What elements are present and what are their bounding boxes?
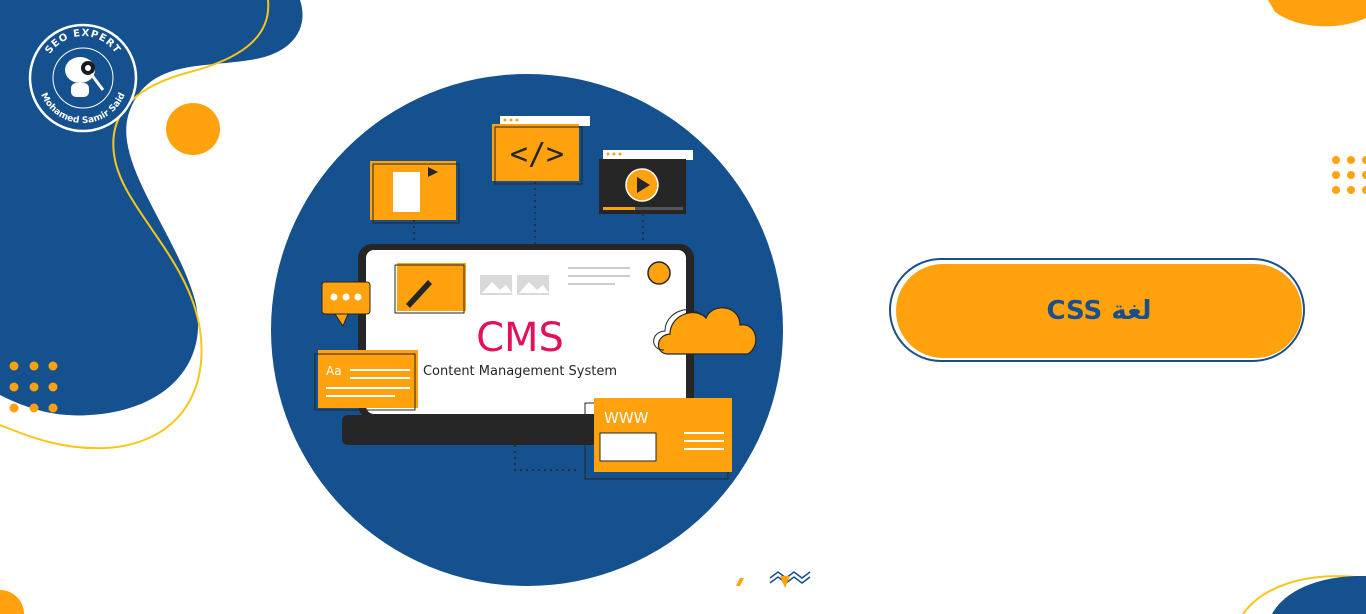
bottom-right-blue-blob xyxy=(1272,575,1366,614)
bottom-right-yellow-arc xyxy=(1242,575,1366,614)
cms-illustration: CMS Content Management System </> Aa xyxy=(271,74,783,586)
bottom-orange-stroke xyxy=(736,578,744,586)
cms-subtitle: Content Management System xyxy=(423,364,617,379)
code-icon: </> xyxy=(510,137,564,172)
www-label: WWW xyxy=(604,409,649,427)
cta-outline xyxy=(889,258,1305,362)
css-language-label: لغة CSS xyxy=(1046,296,1152,326)
brand-logo: SEO EXPERT Mohamed Samir Said xyxy=(28,23,138,133)
screen-orange-dot xyxy=(647,261,671,285)
left-yellow-line xyxy=(0,0,270,450)
bottom-orange-triangle xyxy=(780,576,790,588)
document-icon xyxy=(393,167,438,212)
robot-icon xyxy=(65,57,105,97)
bottom-left-orange-quarter xyxy=(0,590,24,614)
code-tile xyxy=(492,124,579,181)
left-orange-dot xyxy=(166,103,220,155)
right-dots-grid xyxy=(1332,156,1366,194)
top-right-orange-blob xyxy=(1268,0,1366,27)
bottom-wave-icon xyxy=(769,571,811,584)
left-dots-grid xyxy=(9,361,58,413)
text-sample-icon: Aa xyxy=(326,364,342,378)
cloud-icon xyxy=(657,307,757,355)
pen-icon xyxy=(406,280,432,308)
css-language-button[interactable]: لغة CSS xyxy=(896,264,1302,358)
cms-title: CMS xyxy=(476,315,564,361)
